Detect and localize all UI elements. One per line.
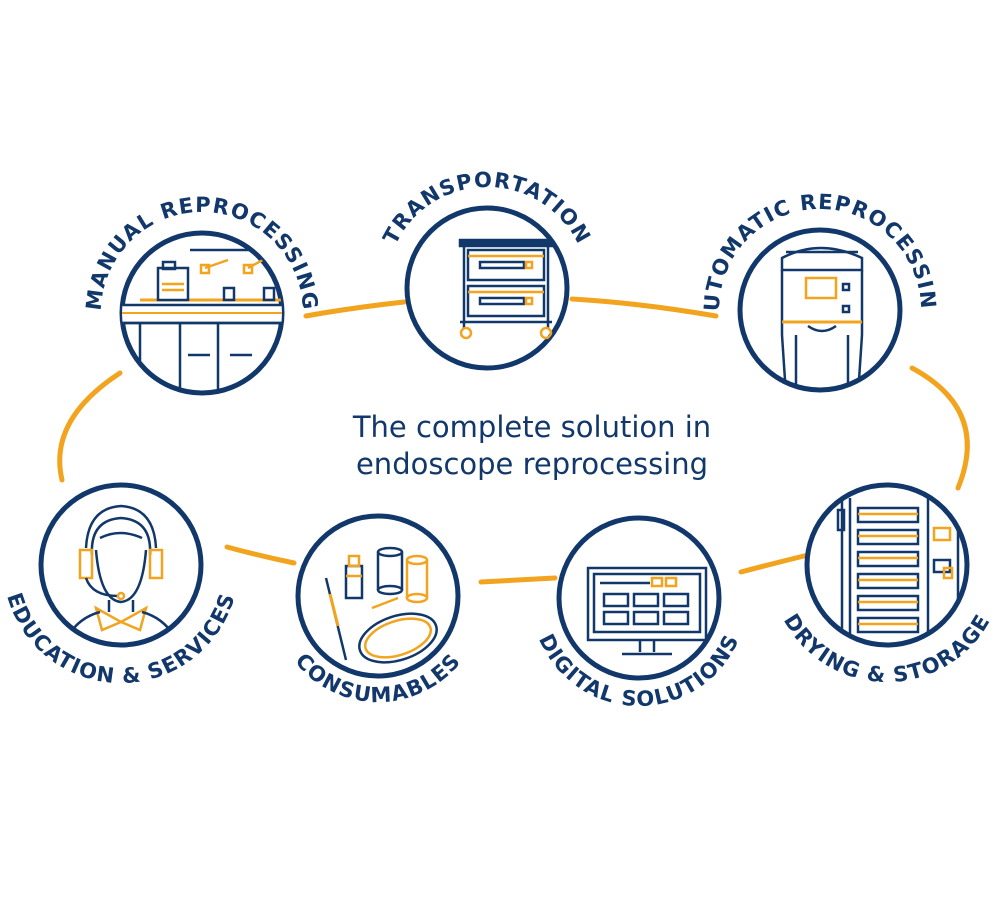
station-consumables: CONSUMABLES (290, 513, 464, 707)
consumables-icon (324, 546, 438, 664)
connector-digital-drying (738, 552, 811, 575)
station-education-services: EDUCATION & SERVICES (2, 482, 239, 688)
station-digital-solutions: DIGITAL SOLUTIONS (534, 515, 743, 711)
connector-manual-transport (303, 299, 407, 319)
sink-workstation-icon (122, 248, 282, 393)
center-title-line-2: endoscope reprocessing (356, 447, 708, 481)
connector-manual-education (57, 370, 123, 483)
reprocessor-machine-icon (780, 246, 864, 390)
station-manual-reprocessing: MANUAL REPROCESSING (82, 193, 321, 396)
station-transportation: TRANSPORTATION (378, 168, 594, 371)
connector-education-consumables (224, 544, 297, 566)
center-title-line-1: The complete solution in (352, 410, 711, 444)
headset-agent-icon (58, 504, 184, 645)
transport-cart-icon (458, 238, 554, 340)
monitor-icon (586, 566, 708, 656)
connector-transport-automatic (569, 296, 719, 319)
station-drying-storage: DRYING & STORAGE (779, 482, 994, 687)
connector-automatic-drying (909, 365, 970, 491)
connector-consumables-digital (478, 575, 558, 585)
cycle-connectors (57, 296, 970, 585)
